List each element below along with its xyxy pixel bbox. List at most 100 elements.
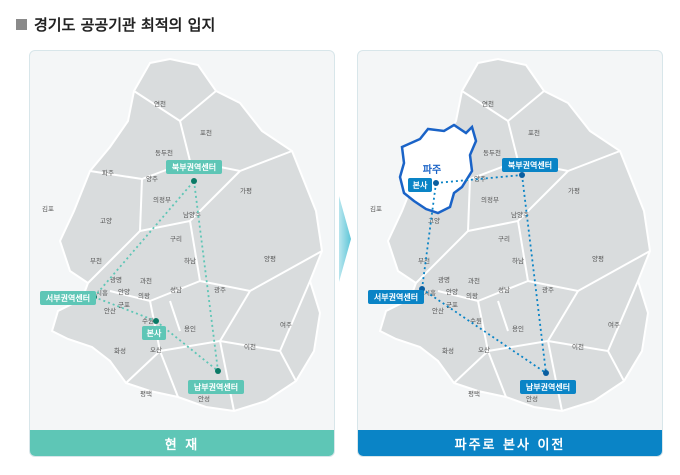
north-center-label-bg [502,158,558,172]
city-label: 의왕 [138,291,150,300]
city-label: 부천 [90,256,102,265]
network-line [93,296,157,322]
title-bullet-icon [16,19,27,30]
city-label: 성남 [170,285,182,294]
city-label: 안성 [198,394,210,403]
city-label: 구리 [170,234,182,243]
west-center-label: 서부권역센터 [46,293,90,303]
city-label: 하남 [184,256,196,265]
gyeonggi-map-shape [50,57,324,413]
hq-label-bg [408,178,432,192]
north-center-label: 북부권역센터 [172,162,216,172]
city-label: 오산 [150,345,162,354]
west-center-label: 서부권역센터 [374,292,418,302]
city-label: 안양 [446,287,458,296]
network-line [155,320,219,372]
city-label: 양주 [474,175,486,183]
city-label: 의정부 [481,195,499,204]
city-label: 안산 [104,306,116,315]
city-label: 용인 [184,324,196,333]
network-line [93,180,195,298]
city-label: 포천 [528,128,540,137]
city-label: 김포 [42,205,54,213]
city-label: 수원 [142,316,154,325]
city-label: 광주 [542,286,554,294]
paju-label: 파주 [423,163,441,176]
city-label: 군포 [118,301,130,309]
city-label: 파주 [102,168,114,177]
hq-label: 본사 [413,180,428,190]
city-label: 평택 [140,389,152,398]
hq-label-bg [142,326,166,340]
network-line [435,174,523,184]
city-label: 포천 [200,128,212,137]
relocated-caption: 파주로 본사 이전 [358,430,662,456]
city-label: 의정부 [153,195,171,204]
location-dot [215,368,221,374]
location-dot [433,180,439,186]
city-label: 이천 [244,342,256,351]
city-label: 시흥 [424,288,436,297]
city-label: 시흥 [96,288,108,297]
location-dot [191,178,197,184]
city-label: 광주 [214,286,226,294]
city-label: 광명 [110,275,122,284]
city-label: 화성 [114,346,126,355]
city-label: 용인 [512,324,524,333]
location-dot [153,318,159,324]
city-label: 가평 [240,186,252,195]
city-label: 안성 [526,394,538,403]
city-label: 과천 [140,276,152,285]
south-center-label-bg [188,380,244,394]
city-label: 양평 [264,254,276,263]
city-label: 동두천 [483,148,501,157]
city-label: 부천 [418,256,430,265]
city-label: 여주 [280,320,292,329]
north-center-label-bg [166,160,222,174]
city-label: 양주 [146,175,158,183]
location-dot [543,370,549,376]
city-label: 수원 [470,316,482,325]
city-label: 안양 [118,287,130,296]
south-center-label: 남부권역센터 [526,382,570,392]
city-label: 고양 [100,217,112,225]
city-label: 안산 [432,306,444,315]
west-center-label-bg [368,290,424,304]
city-label: 화성 [442,346,454,355]
west-center-label-bg [40,291,96,305]
city-label: 구리 [498,234,510,243]
city-label: 연천 [154,99,166,108]
north-center-label: 북부권역센터 [508,160,552,170]
title-text: 경기도 공공기관 최적의 입지 [34,16,216,34]
city-label: 이천 [572,342,584,351]
city-label: 평택 [468,389,480,398]
city-label: 광명 [438,275,450,284]
network-line [521,174,547,374]
city-label: 동두천 [155,148,173,157]
city-label: 오산 [478,345,490,354]
south-center-label: 남부권역센터 [194,382,238,392]
city-label: 양평 [592,254,604,263]
city-label: 하남 [512,256,524,265]
city-label: 군포 [446,301,458,309]
city-label: 고양 [428,217,440,225]
city-label: 성남 [498,285,510,294]
hq-label: 본사 [147,328,162,338]
south-center-label-bg [520,380,576,394]
city-label: 여주 [608,320,620,329]
city-label: 과천 [468,276,480,285]
city-label: 연천 [482,99,494,108]
city-label: 남양주 [511,210,529,219]
city-label: 남양주 [183,210,201,219]
city-label: 김포 [370,205,382,213]
location-dot [519,172,525,178]
page-title: 경기도 공공기관 최적의 입지 [16,14,215,35]
gyeonggi-map-shape [378,57,652,413]
transition-arrow-icon [339,196,351,282]
city-label: 의왕 [466,291,478,300]
city-label: 가평 [568,186,580,195]
